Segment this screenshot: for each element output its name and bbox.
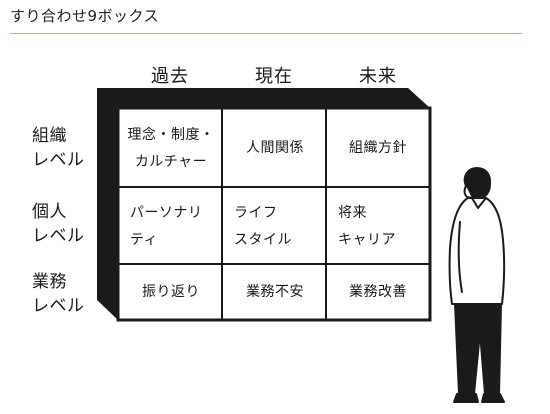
row-header-organization: 組織 レベル bbox=[32, 126, 85, 170]
cell-work-present: 業務不安 bbox=[246, 283, 304, 300]
column-header-present: 現在 bbox=[255, 66, 293, 87]
column-header-past: 過去 bbox=[151, 66, 189, 87]
cell-organization-present: 人間関係 bbox=[246, 140, 304, 156]
cell-work-future: 業務改善 bbox=[349, 283, 407, 300]
grid-frame bbox=[116, 106, 432, 322]
cell-organization-future: 組織方針 bbox=[349, 140, 407, 156]
cell-organization-past: 理念・制度・ カルチャー bbox=[127, 126, 215, 170]
diagram-title: すり合わせ9ボックス bbox=[10, 7, 160, 25]
cell-individual-past: パーソナリ ティ bbox=[130, 204, 203, 248]
row-header-work: 業務 レベル bbox=[32, 272, 85, 316]
person-figure bbox=[448, 167, 506, 403]
cell-work-past: 振り返り bbox=[142, 283, 200, 300]
cell-individual-present: ライフ スタイル bbox=[234, 204, 292, 248]
cell-individual-future: 将来 キャリア bbox=[338, 204, 396, 248]
title-divider bbox=[10, 33, 522, 34]
row-header-individual: 個人 レベル bbox=[32, 202, 85, 246]
column-header-future: 未来 bbox=[359, 66, 397, 87]
